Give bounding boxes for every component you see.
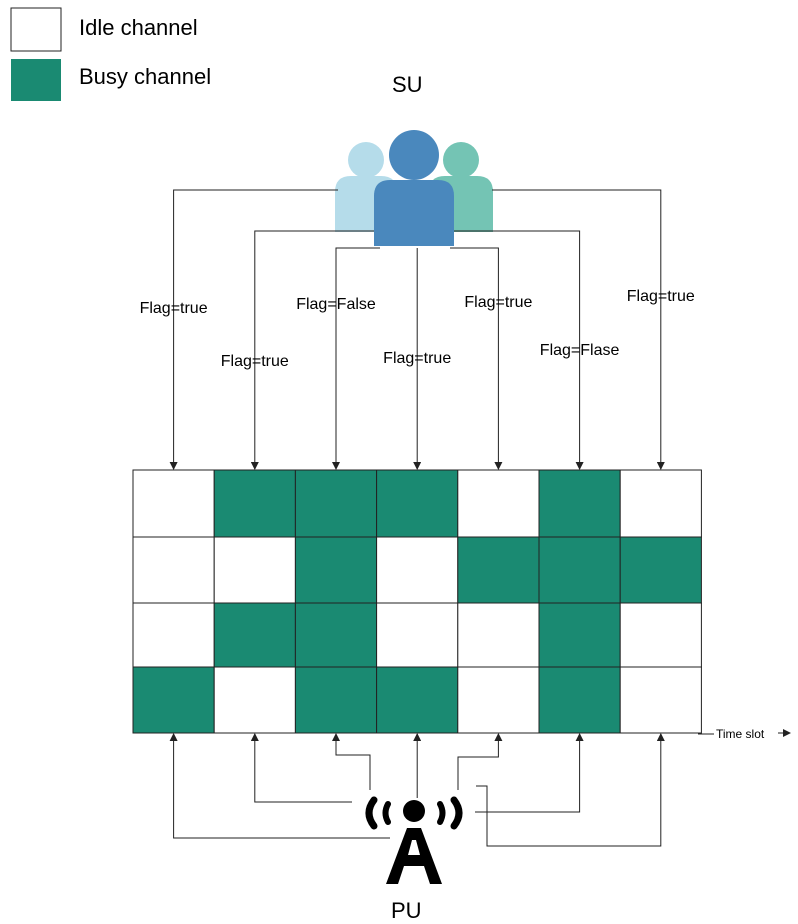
grid-cell-busy [376,666,459,734]
legend-busy-swatch [11,59,61,101]
su-label: SU [392,72,423,97]
legend-busy-label: Busy channel [79,64,211,89]
grid-cell-idle [619,666,702,734]
grid-cell-idle [619,602,702,668]
grid-cell-busy [213,469,296,538]
grid-cell-idle [132,536,215,604]
pu-wire [475,733,584,813]
grid-cell-idle [213,666,296,734]
grid-cell-busy [294,536,378,604]
grid-cell-busy [619,536,702,604]
grid-cell-idle [132,602,215,668]
time-slot-label: Time slot [716,727,765,741]
flag-label: Flag=true [140,300,208,317]
su-wire [332,247,380,470]
grid-cell-busy [538,602,621,668]
flag-label: Flag=true [221,353,289,370]
users-group-icon [335,130,493,246]
grid-cell-busy [538,536,621,604]
su-wire [169,189,338,470]
grid-cell-idle [376,536,459,604]
grid-cell-busy [294,469,378,538]
flag-label: Flag=Flase [540,342,620,359]
pu-label: PU [391,898,422,923]
flag-label: Flag=true [464,294,532,311]
grid-cell-idle [376,602,459,668]
su-wire [250,230,374,470]
grid-cell-idle [457,666,540,734]
grid-cell-idle [619,469,702,538]
time-slot-axis: Time slot [698,727,791,741]
flag-label: Flag=False [296,296,376,313]
grid-cell-busy [294,666,378,734]
su-wires [169,189,665,470]
pu-wire [169,733,390,839]
grid-cell-idle [213,536,296,604]
grid-cell-busy [457,536,540,604]
legend: Idle channel Busy channel [10,7,211,101]
su-wire [492,189,665,470]
su-wire [454,230,584,470]
grid-cell-busy [294,602,378,668]
pu-wire [250,733,352,803]
pu-wire [332,733,371,790]
pu-wire [476,734,661,847]
grid-cell-busy [376,469,459,538]
pu-wires [169,733,661,847]
grid-cell-busy [213,602,296,668]
person-center [374,130,454,246]
grid-cell-busy [538,469,621,538]
flag-label: Flag=true [383,350,451,367]
grid-cell-idle [457,469,540,538]
grid-cell-busy [132,666,215,734]
channel-grid [132,469,702,734]
tower-dot [403,800,425,822]
grid-cell-idle [457,602,540,668]
su-wire [450,247,503,470]
legend-idle-swatch [10,7,62,52]
flag-label: Flag=true [627,288,695,305]
legend-idle-label: Idle channel [79,15,198,40]
grid-cell-busy [538,666,621,734]
pu-wire [457,733,503,790]
grid-cell-idle [132,469,215,538]
radio-tower-icon [365,796,463,884]
flag-labels: Flag=trueFlag=trueFlag=FalseFlag=trueFla… [140,288,695,370]
